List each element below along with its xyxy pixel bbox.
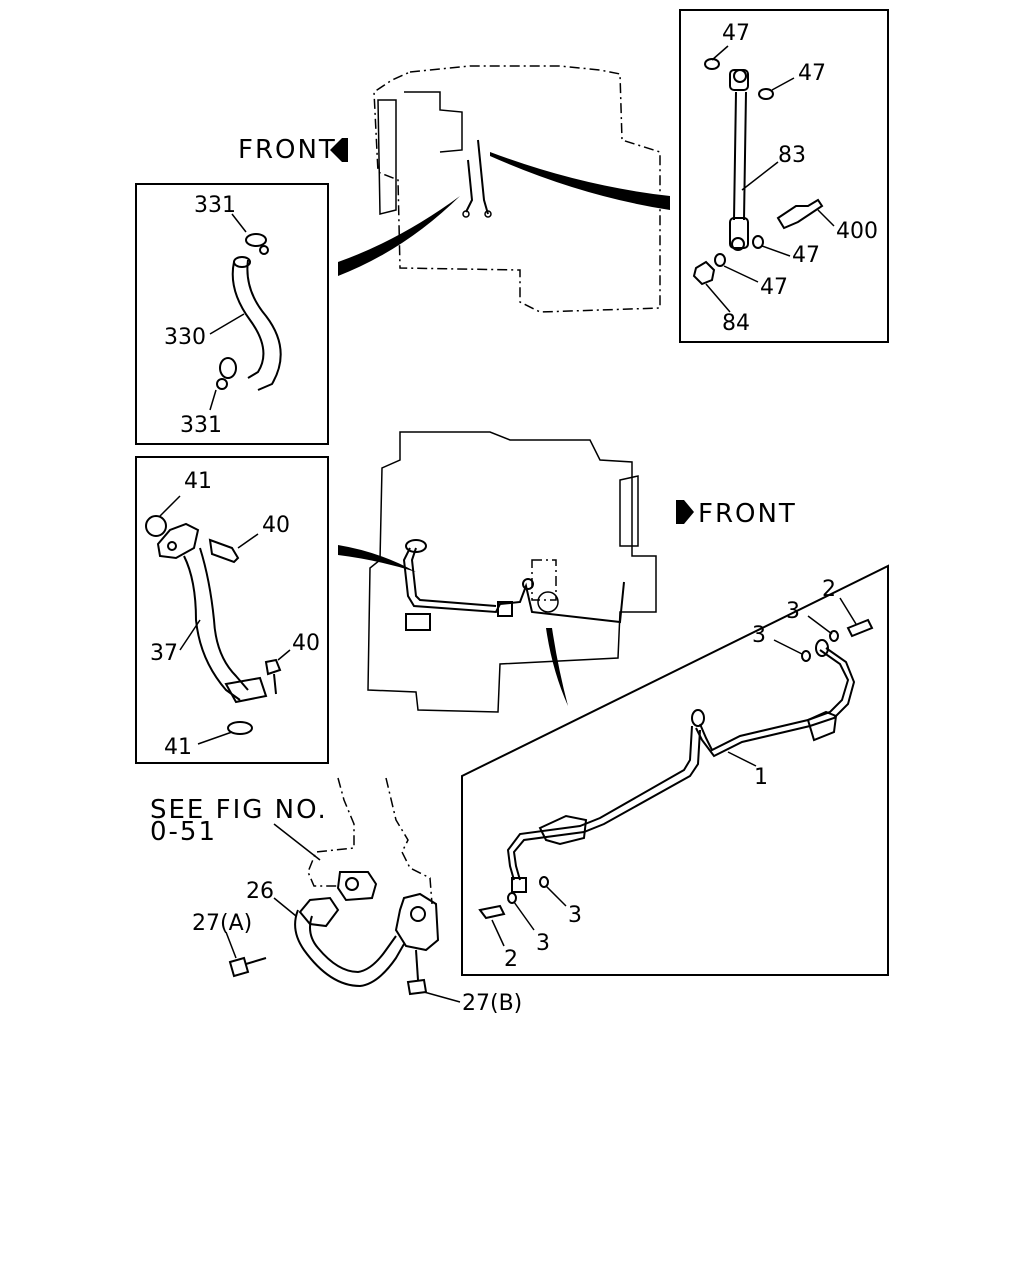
part-83-hose [692,58,824,286]
engine-outline-bottom [307,777,433,905]
part-1-oil-pipe [478,618,874,920]
callout-40-a: 40 [262,513,290,538]
callout-331-b: 331 [180,413,222,438]
callout-47-c: 47 [792,243,820,268]
front-label-middle: FRONT [698,499,797,529]
callout-47-d: 47 [760,275,788,300]
part-37-pipe [145,515,282,735]
detail-box-left-upper [135,183,329,445]
callout-26: 26 [246,879,274,904]
engine-outline-top [373,65,661,313]
callout-3-b: 3 [752,623,766,648]
callout-331-a: 331 [194,193,236,218]
detail-box-left-lower [135,456,329,764]
callout-1: 1 [754,765,768,790]
callout-37: 37 [150,641,178,666]
see-fig-reference: SEE FIG NO. 0-51 [150,795,328,861]
see-fig-line1: SEE FIG NO. [150,795,328,825]
callout-wedge-top-left [338,196,460,276]
callout-47-b: 47 [798,61,826,86]
callout-400: 400 [836,219,878,244]
callout-2-a: 2 [822,577,836,602]
callout-41-b: 41 [164,735,192,760]
part-330-hose [216,233,282,391]
callout-3-a: 3 [786,599,800,624]
front-indicator-middle: FRONT [676,499,797,529]
front-label-top: FRONT [238,135,337,165]
callout-330: 330 [164,325,206,350]
front-arrow-right-icon [676,500,694,524]
callout-3-c: 3 [568,903,582,928]
callout-27b: 27(B) [462,991,522,1016]
callout-27a: 27(A) [192,911,252,936]
callout-wedge-middle-lower [546,628,568,706]
callout-83: 83 [778,143,806,168]
callout-41-a: 41 [184,469,212,494]
callout-wedge-top-right [490,152,670,210]
callout-84: 84 [722,311,750,336]
front-indicator-top: FRONT [238,135,348,165]
engine-outline-middle [367,431,657,713]
callout-47-a: 47 [722,21,750,46]
front-arrow-left-icon [330,138,348,162]
callout-wedge-middle-left [338,545,416,572]
see-fig-line2: 0-51 [150,817,217,847]
detail-box-lower-right [461,564,889,976]
detail-box-top-right [679,9,889,343]
callout-3-d: 3 [536,931,550,956]
callout-2-b: 2 [504,947,518,972]
part-26-pipe [228,871,440,996]
callout-40-b: 40 [292,631,320,656]
